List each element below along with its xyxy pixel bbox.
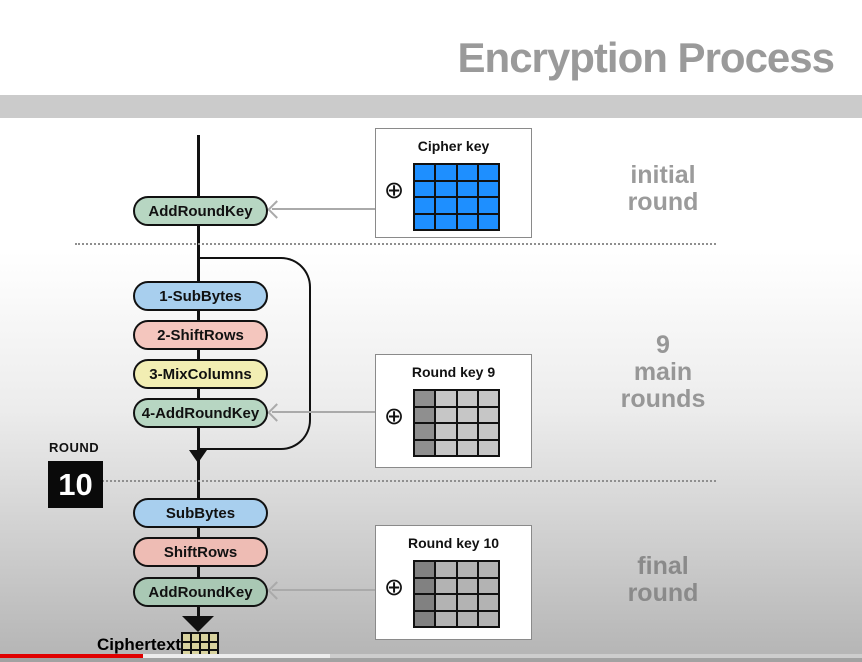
matrix-cell (435, 594, 457, 611)
matrix-cell (456, 390, 478, 407)
matrix-cell (456, 423, 478, 440)
arrow-left-icon (267, 200, 286, 219)
matrix-cell (456, 594, 478, 611)
round-indicator-label: ROUND (49, 440, 100, 455)
key-arrow-line (272, 589, 375, 591)
matrix-cell (414, 577, 436, 594)
round-key-10-box: Round key 10 ⊕ (375, 525, 532, 640)
arrow-down-icon (189, 450, 207, 463)
video-progress-bar[interactable] (0, 654, 143, 658)
stage-label-final-round: final round (627, 552, 699, 607)
stage-label-initial-round: initial round (627, 161, 699, 216)
step-addroundkey-final: AddRoundKey (133, 577, 268, 607)
step-mixcolumns-main: 3-MixColumns (133, 359, 268, 389)
matrix-cell (477, 164, 499, 181)
matrix-cell (456, 610, 478, 627)
matrix-cell (209, 641, 218, 650)
matrix-cell (435, 164, 457, 181)
matrix-cell (477, 406, 499, 423)
key-matrix (413, 560, 500, 628)
matrix-cell (414, 610, 436, 627)
matrix-cell (477, 439, 499, 456)
matrix-cell (414, 561, 436, 578)
key-box-title: Round key 9 (411, 364, 496, 380)
matrix-cell (435, 610, 457, 627)
matrix-cell (209, 633, 218, 642)
video-buffered-bar (0, 654, 330, 658)
key-arrow-line (272, 208, 375, 210)
key-box-title: Round key 10 (407, 535, 500, 551)
player-bottom-strip (0, 658, 862, 662)
xor-icon: ⊕ (384, 403, 405, 430)
matrix-cell (414, 390, 436, 407)
matrix-cell (435, 423, 457, 440)
key-matrix (413, 389, 500, 457)
matrix-cell (414, 213, 436, 230)
matrix-cell (477, 213, 499, 230)
matrix-cell (456, 197, 478, 214)
matrix-cell (191, 633, 200, 642)
matrix-cell (477, 577, 499, 594)
page-title: Encryption Process (457, 34, 835, 81)
matrix-cell (456, 164, 478, 181)
matrix-cell (435, 561, 457, 578)
matrix-cell (414, 594, 436, 611)
matrix-cell (477, 390, 499, 407)
round-indicator-value: 10 (48, 461, 103, 508)
key-matrix (413, 163, 500, 231)
matrix-cell (414, 164, 436, 181)
cipher-key-box: Cipher key ⊕ (375, 128, 532, 238)
matrix-cell (435, 390, 457, 407)
matrix-cell (477, 594, 499, 611)
divider-dotted-initial (75, 243, 716, 245)
matrix-cell (456, 577, 478, 594)
step-shiftrows-final: ShiftRows (133, 537, 268, 567)
matrix-cell (414, 180, 436, 197)
step-subbytes-main: 1-SubBytes (133, 281, 268, 311)
matrix-cell (200, 641, 209, 650)
matrix-cell (477, 197, 499, 214)
title-underline-band (0, 95, 862, 118)
video-progress-track[interactable] (0, 654, 862, 658)
step-shiftrows-main: 2-ShiftRows (133, 320, 268, 350)
matrix-cell (456, 213, 478, 230)
loop-arrow (199, 257, 311, 450)
matrix-cell (477, 423, 499, 440)
step-addroundkey-initial: AddRoundKey (133, 196, 268, 226)
arrow-left-icon (267, 581, 286, 600)
round-key-9-box: Round key 9 ⊕ (375, 354, 532, 468)
matrix-cell (191, 641, 200, 650)
matrix-cell (435, 197, 457, 214)
matrix-cell (414, 439, 436, 456)
matrix-cell (435, 439, 457, 456)
matrix-cell (456, 561, 478, 578)
matrix-cell (414, 406, 436, 423)
matrix-cell (435, 213, 457, 230)
key-box-title: Cipher key (417, 138, 490, 154)
matrix-cell (477, 610, 499, 627)
matrix-cell (477, 561, 499, 578)
matrix-cell (456, 439, 478, 456)
matrix-cell (414, 197, 436, 214)
matrix-cell (435, 406, 457, 423)
matrix-cell (414, 423, 436, 440)
matrix-cell (435, 577, 457, 594)
step-addroundkey-main: 4-AddRoundKey (133, 398, 268, 428)
matrix-cell (182, 633, 191, 642)
step-subbytes-final: SubBytes (133, 498, 268, 528)
matrix-cell (182, 641, 191, 650)
arrow-down-icon (182, 616, 214, 632)
matrix-cell (456, 406, 478, 423)
xor-icon: ⊕ (384, 574, 405, 601)
matrix-cell (477, 180, 499, 197)
matrix-cell (435, 180, 457, 197)
ciphertext-label: Ciphertext (97, 635, 182, 654)
matrix-cell (456, 180, 478, 197)
xor-icon: ⊕ (384, 177, 405, 204)
stage-label-main-rounds: 9 main rounds (620, 331, 706, 413)
divider-dotted-final (75, 480, 716, 482)
matrix-cell (200, 633, 209, 642)
key-arrow-line (272, 411, 375, 413)
